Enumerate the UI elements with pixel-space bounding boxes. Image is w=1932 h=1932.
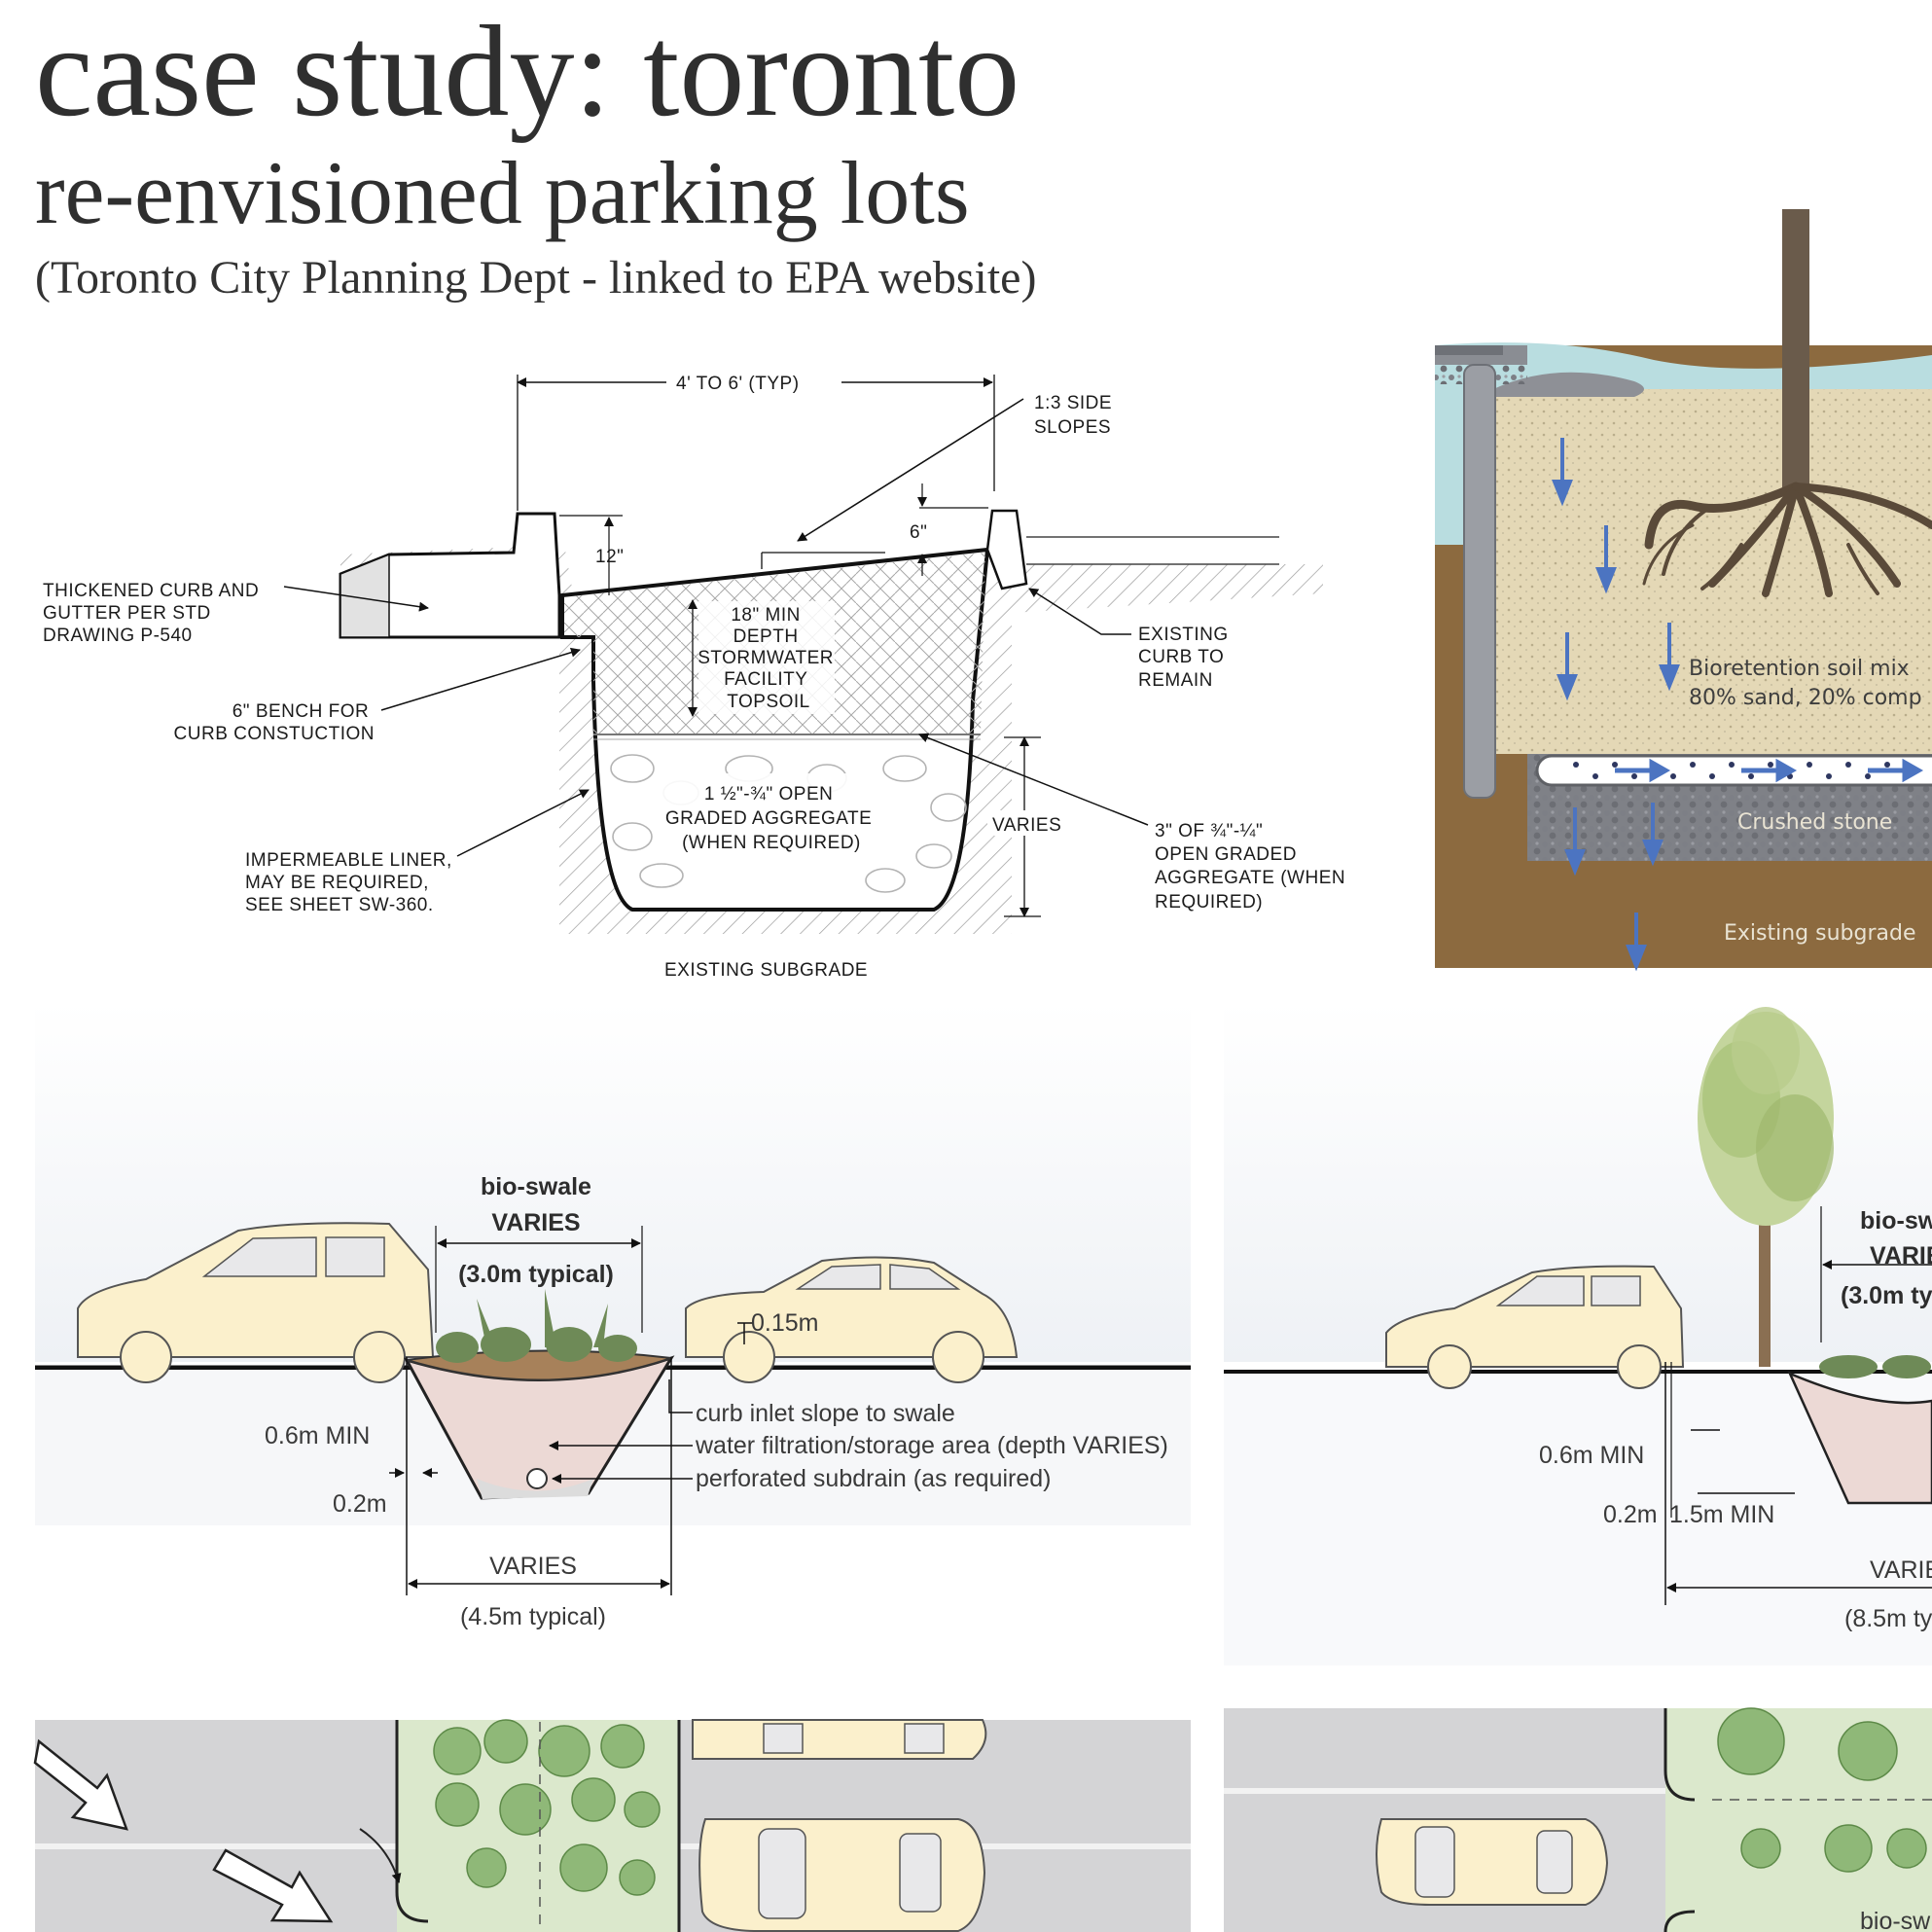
flow-arrow-2 [212, 1848, 334, 1923]
tree-roots [1642, 209, 1932, 597]
side-slopes-label: 1:3 SIDE SLOPES [1034, 393, 1118, 438]
bioswale-section-right: bio-swa VARIE (3.0m typ 0.6m MIN 0.2m 1.… [1224, 1002, 1932, 1665]
bioswale-varies-left: VARIES [491, 1209, 580, 1236]
liner-label: IMPERMEABLE LINER, MAY BE REQUIRED, SEE … [245, 850, 458, 915]
offset-left: 0.2m [333, 1490, 387, 1518]
bioswale-varies-right: VARIE [1870, 1242, 1932, 1270]
plan-view-left [33, 1719, 1191, 1932]
callout-filtration: water filtration/storage area (depth VAR… [695, 1432, 1168, 1459]
bioswale-typical-left: (3.0m typical) [458, 1261, 614, 1288]
dim-6-inch: 6" [910, 522, 927, 543]
bench-label: 6" BENCH FOR CURB CONSTUCTION [174, 701, 375, 744]
bioretention-cutaway: Bioretention soil mix 80% sand, 20% comp… [1435, 209, 1932, 972]
total-typical-right: (8.5m typ [1844, 1605, 1932, 1632]
total-varies-right: VARIE [1870, 1556, 1932, 1584]
curb-gutter-label: THICKENED CURB AND GUTTER PER STD DRAWIN… [43, 581, 265, 646]
plan-plants-left [433, 1719, 661, 1896]
aggregate-label: 1 ½"-¾" OPEN GRADED AGGREGATE (WHEN REQU… [665, 784, 877, 853]
existing-subgrade-bio-label: Existing subgrade [1724, 921, 1916, 946]
crushed-stone-label: Crushed stone [1737, 810, 1892, 835]
fine-aggregate-label: 3" OF ¾"-¼" OPEN GRADED AGGREGATE (WHEN … [1155, 821, 1351, 912]
right-curb [985, 509, 1028, 590]
varies-dimension: VARIES [992, 815, 1061, 836]
bioswale-title-right: bio-swa [1860, 1207, 1932, 1234]
width-dimension: 4' TO 6' (TYP) [676, 374, 800, 394]
total-typical-left: (4.5m typical) [460, 1603, 606, 1630]
existing-curb-label: EXISTING CURB TO REMAIN [1138, 625, 1234, 691]
source-note: (Toronto City Planning Dept - linked to … [35, 252, 1037, 304]
swale-plants-left [436, 1289, 637, 1363]
plan-bioswale-label-right: bio-sw [1860, 1908, 1931, 1932]
min-width-right: 0.6m MIN [1539, 1442, 1644, 1469]
total-varies-left: VARIES [489, 1553, 577, 1580]
existing-subgrade-label: EXISTING SUBGRADE [664, 960, 868, 981]
plan-car-top [692, 1719, 987, 1760]
car-right-section [1385, 1265, 1685, 1389]
soil-mix-label: Bioretention soil mix 80% sand, 20% comp [1689, 657, 1922, 710]
dim-12-inch: 12" [595, 547, 624, 567]
curb-height-label: 0.15m [751, 1309, 818, 1337]
infiltration-arrows [1552, 438, 1680, 972]
bioswale-typical-right: (3.0m typ [1841, 1282, 1932, 1309]
depth-label: 18" MIN DEPTH STORMWATER FACILITY TOPSOI… [698, 605, 840, 712]
callout-curb-inlet: curb inlet slope to swale [696, 1400, 955, 1427]
flow-arrow-1 [33, 1738, 128, 1831]
plan-car-middle [698, 1818, 986, 1932]
bioswale-section-left: bio-swale VARIES (3.0m typical) 0.15m 0.… [35, 1002, 1191, 1630]
page-title: case study: toronto [35, 0, 1020, 143]
tree-right-section [1698, 1007, 1834, 1367]
page-subtitle: re-envisioned parking lots [35, 143, 970, 242]
offset-right: 0.2m [1603, 1501, 1658, 1528]
tree-min-right: 1.5m MIN [1669, 1501, 1774, 1528]
car-left [77, 1222, 435, 1383]
technical-section-drawing: 4' TO 6' (TYP) 1:3 SIDE SLOPES 12" 6" TH… [43, 367, 1351, 981]
car-right [685, 1256, 1019, 1383]
plan-view-right: bio-sw [1224, 1707, 1932, 1932]
callout-subdrain: perforated subdrain (as required) [696, 1465, 1051, 1492]
min-width-left: 0.6m MIN [265, 1422, 370, 1449]
bioswale-title-left: bio-swale [481, 1173, 591, 1200]
plan-car-right [1376, 1818, 1609, 1906]
